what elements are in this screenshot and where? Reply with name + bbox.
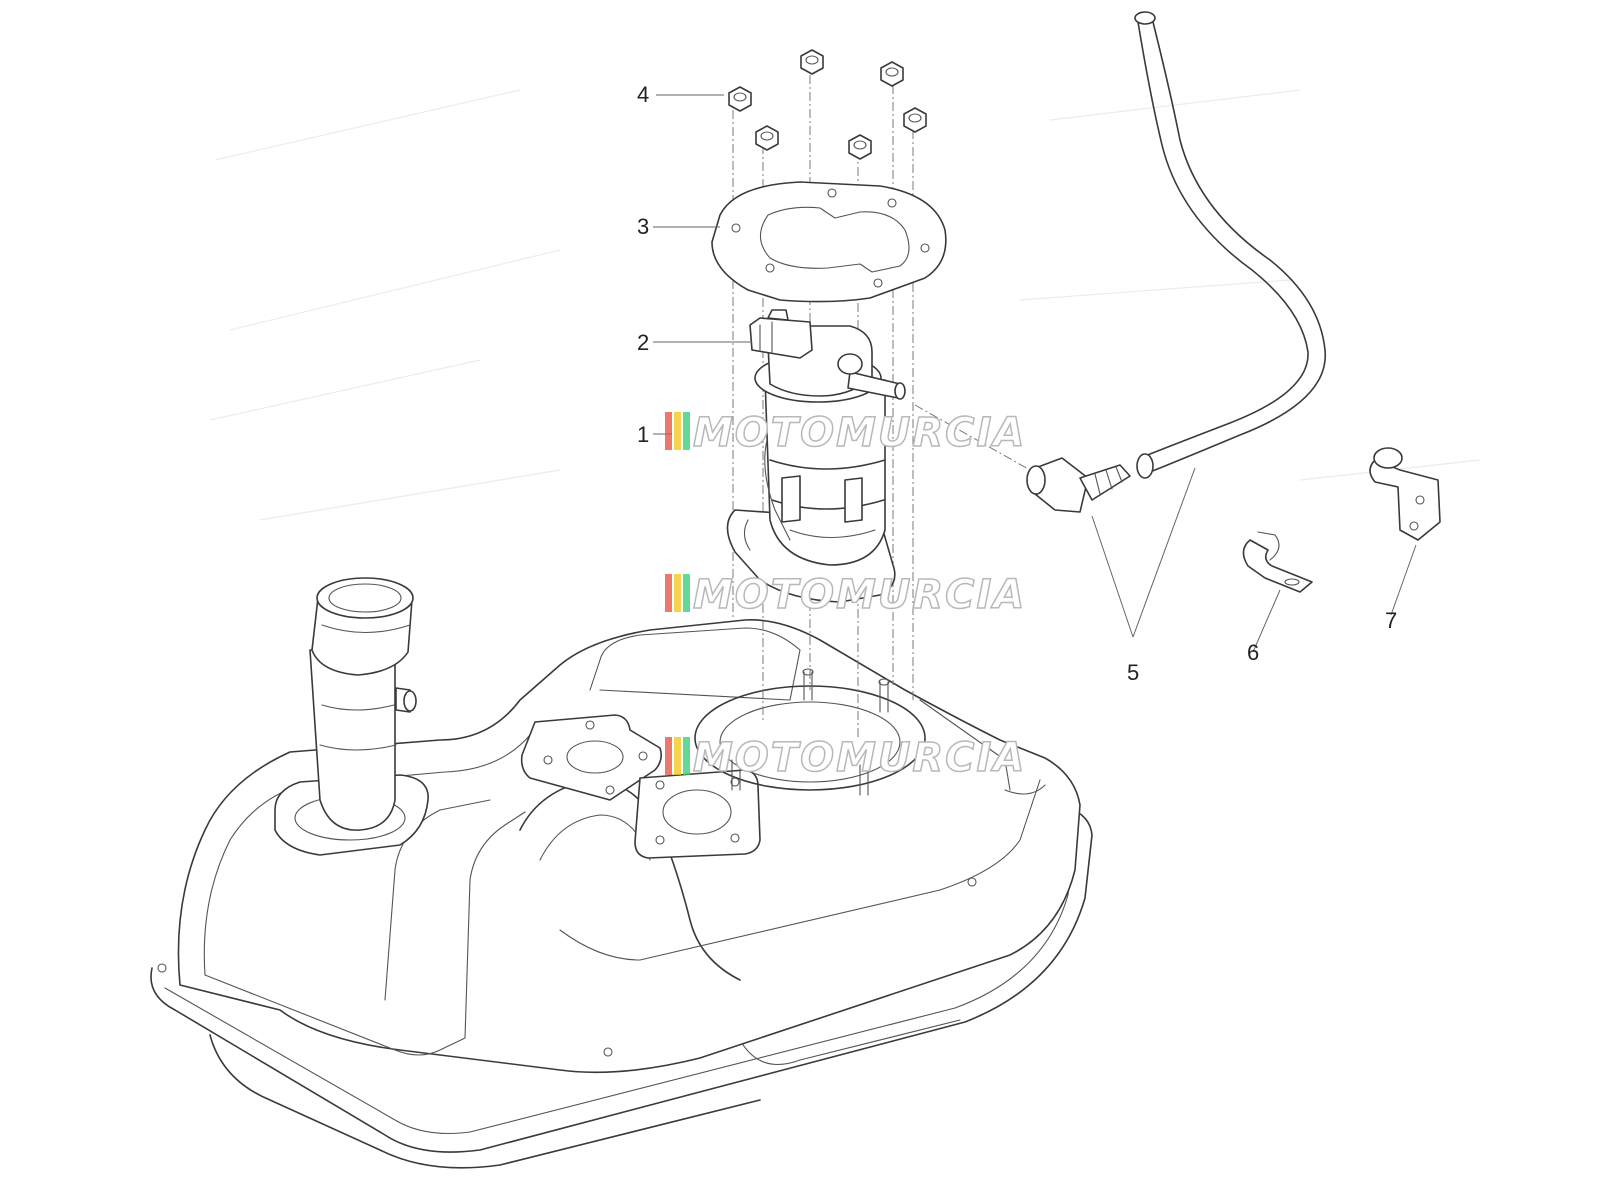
hex-nut [728,86,752,112]
fuel-hose [1134,11,1326,479]
hose-clamp [1242,531,1313,593]
watermark-stripe-yellow [674,574,681,612]
watermark-stripe-red [665,574,672,612]
callout-4: 4 [637,82,649,107]
callout-5: 5 [1127,660,1139,685]
watermark-text: MOTOMURCIA [693,735,1026,781]
hex-nut [755,125,779,151]
fuel-pump [726,309,906,603]
hex-nut [800,49,824,75]
callout-7: 7 [1385,608,1397,633]
watermark-stripe-green [683,412,690,450]
gasket [711,181,947,303]
watermark: MOTOMURCIA [665,571,1026,619]
callout-2: 2 [637,330,649,355]
watermark-stripe-red [665,412,672,450]
hex-nuts [728,49,927,160]
callout-leaders [653,94,1417,653]
hose-elbow-connector [1026,457,1131,513]
watermark-stripe-yellow [674,737,681,775]
watermark-stripe-red [665,737,672,775]
watermark-text: MOTOMURCIA [693,572,1026,618]
callout-3: 3 [637,214,649,239]
callout-6: 6 [1247,640,1259,665]
watermark: MOTOMURCIA [665,409,1026,457]
mounting-bracket [1369,447,1441,541]
watermark: MOTOMURCIA [665,734,1026,782]
callout-labels: 1 2 3 4 5 6 7 [637,82,1397,685]
hex-nut [848,134,872,160]
watermark-stripe-yellow [674,412,681,450]
hex-nut [880,61,904,87]
hex-nut [903,107,927,133]
fuel-tank [150,577,1093,1169]
callout-1: 1 [637,422,649,447]
watermark-text: MOTOMURCIA [693,410,1026,456]
watermark-stripe-green [683,574,690,612]
watermark-stripe-green [683,737,690,775]
